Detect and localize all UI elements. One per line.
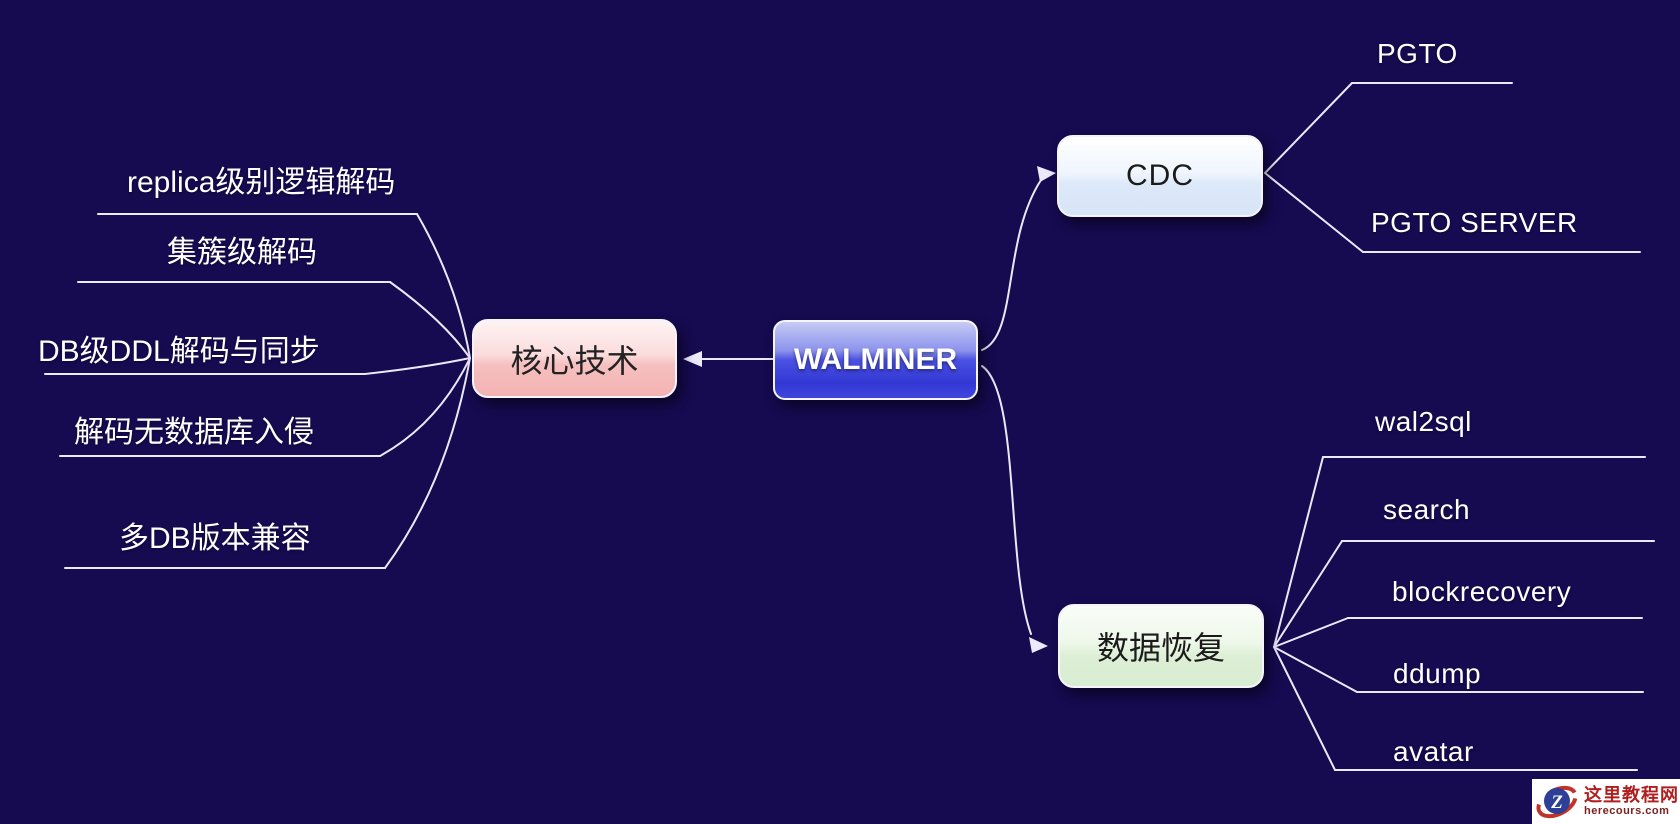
branch-line-pgto-server: [1264, 172, 1641, 253]
branch-line-pgto: [1264, 82, 1513, 174]
branch-label-replica-decode[interactable]: replica级别逻辑解码: [127, 166, 396, 199]
branch-line-multi-db: [64, 357, 471, 569]
branch-label-ddump[interactable]: ddump: [1393, 658, 1482, 689]
node-core-technology-label: 核心技术: [510, 342, 639, 379]
watermark-text: 这里教程网 herecours.com: [1584, 786, 1679, 817]
node-walminer-root-label: WALMINER: [793, 343, 958, 376]
branch-label-search[interactable]: search: [1383, 494, 1471, 525]
branch-label-avatar[interactable]: avatar: [1393, 736, 1474, 767]
branch-line-search: [1273, 540, 1655, 648]
node-data-recovery-label: 数据恢复: [1096, 630, 1225, 666]
branch-label-db-ddl[interactable]: DB级DDL解码与同步: [38, 335, 320, 368]
watermark-badge: Z 这里教程网 herecours.com: [1532, 779, 1680, 824]
node-data-recovery[interactable]: 数据恢复: [1058, 604, 1264, 688]
branch-line-avatar: [1273, 646, 1638, 771]
edge-root-to-core: [683, 351, 774, 367]
edge-root-to-recovery: [981, 365, 1048, 653]
node-cdc[interactable]: CDC: [1057, 135, 1263, 217]
branch-label-multi-db[interactable]: 多DB版本兼容: [119, 522, 311, 555]
branch-line-no-intrusion: [59, 357, 471, 457]
branch-line-cluster-decode: [77, 281, 471, 359]
branch-label-pgto[interactable]: PGTO: [1377, 38, 1458, 69]
branch-label-no-intrusion[interactable]: 解码无数据库入侵: [74, 416, 314, 449]
node-core-technology[interactable]: 核心技术: [472, 319, 677, 398]
branch-label-cluster-decode[interactable]: 集簇级解码: [167, 236, 317, 269]
branch-line-replica-decode: [97, 213, 471, 359]
watermark-site-domain: herecours.com: [1584, 805, 1670, 817]
node-walminer-root[interactable]: WALMINER: [773, 320, 978, 400]
branch-label-blockrecovery[interactable]: blockrecovery: [1392, 576, 1572, 607]
branch-label-pgto-server[interactable]: PGTO SERVER: [1371, 207, 1578, 238]
edge-root-to-cdc: [981, 166, 1056, 351]
branch-line-blockrecovery: [1273, 617, 1643, 648]
node-cdc-label: CDC: [1126, 159, 1194, 192]
branch-label-wal2sql[interactable]: wal2sql: [1375, 406, 1472, 437]
branch-line-db-ddl: [44, 357, 471, 375]
branch-line-ddump: [1273, 646, 1644, 693]
watermark-logo-icon: Z: [1536, 785, 1578, 818]
branch-line-wal2sql: [1273, 456, 1646, 648]
watermark-logo-letter: Z: [1550, 792, 1563, 813]
watermark-site-name: 这里教程网: [1584, 785, 1679, 805]
